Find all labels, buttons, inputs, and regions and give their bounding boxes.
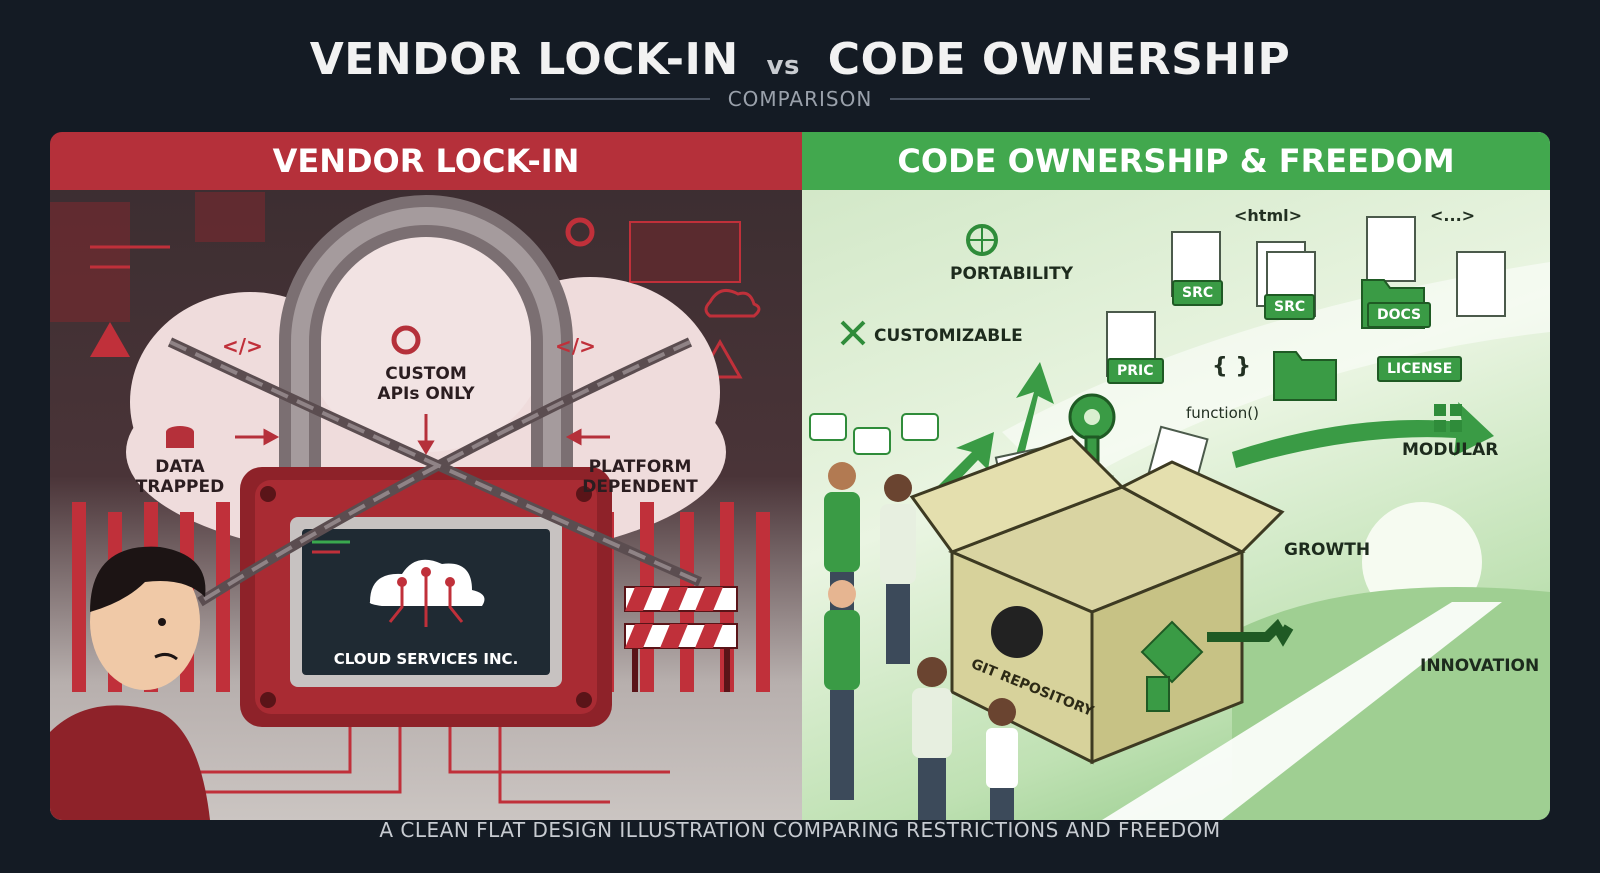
chat-icons [809, 413, 939, 455]
modular-label: MODULAR [1402, 440, 1499, 460]
file-tag-src-1: SRC [1172, 280, 1224, 306]
innovation-label: INNOVATION [1420, 656, 1540, 676]
vendor-lockin-heading: VENDOR LOCK-IN [50, 132, 802, 190]
code-ownership-panel: PORTABILITY CUSTOMIZABLE MODULAR GROWTH … [802, 132, 1550, 820]
page-title: VENDOR LOCK-IN vs CODE OWNERSHIP [0, 34, 1600, 85]
comparison-panels: CUSTOM APIs ONLY DATA TRAPPED PLATFORM D… [50, 132, 1550, 820]
image-caption: A CLEAN FLAT DESIGN ILLUSTRATION COMPARI… [379, 818, 1221, 842]
modular-icon [1434, 404, 1462, 432]
subtitle: COMPARISON [727, 87, 873, 111]
title-left: VENDOR LOCK-IN [309, 34, 739, 85]
people-group [824, 462, 1018, 820]
file-tag-src-2: SRC [1264, 294, 1316, 320]
file-tag-pric: PRIC [1107, 358, 1164, 384]
git-repository-box [909, 435, 1294, 765]
cloud-services-label: CLOUD SERVICES INC. [333, 650, 519, 668]
subtitle-rule-right [890, 98, 1091, 100]
customizable-label: CUSTOMIZABLE [874, 326, 1023, 346]
file-tag-docs: DOCS [1367, 302, 1432, 328]
platform-dependent-label: PLATFORM DEPENDENT [582, 457, 698, 497]
gear-icon [565, 217, 595, 247]
title-right: CODE OWNERSHIP [827, 34, 1291, 85]
ellipsis-tag-text: <...> [1430, 206, 1476, 225]
code-ownership-heading: CODE OWNERSHIP & FREEDOM [802, 132, 1550, 190]
tools-icon [840, 320, 866, 346]
braces-text: { } [1212, 354, 1251, 379]
github-icon [991, 606, 1043, 658]
cloud-outline-icon [704, 288, 761, 318]
data-trapped-label: DATA TRAPPED [135, 457, 225, 497]
code-icon-right: </> [555, 334, 596, 358]
portability-label: PORTABILITY [950, 264, 1074, 284]
vendor-lockin-panel: CUSTOM APIs ONLY DATA TRAPPED PLATFORM D… [50, 132, 802, 820]
function-text: function() [1186, 404, 1259, 422]
warning-icon [90, 322, 130, 357]
subtitle-row: COMPARISON [0, 87, 1600, 111]
code-icon-left: </> [222, 334, 263, 358]
freedom-illustration [809, 216, 1550, 820]
title-vs: vs [766, 51, 800, 81]
lockin-illustration [50, 192, 770, 820]
file-tag-license: LICENSE [1377, 356, 1463, 382]
worried-person [50, 546, 210, 820]
subtitle-rule-left [509, 98, 710, 100]
growth-label: GROWTH [1284, 540, 1371, 560]
custom-apis-label: CUSTOM APIs ONLY [377, 364, 475, 404]
html-tag-text: <html> [1234, 206, 1303, 225]
git-icon [1140, 620, 1204, 684]
barricade [624, 586, 738, 692]
